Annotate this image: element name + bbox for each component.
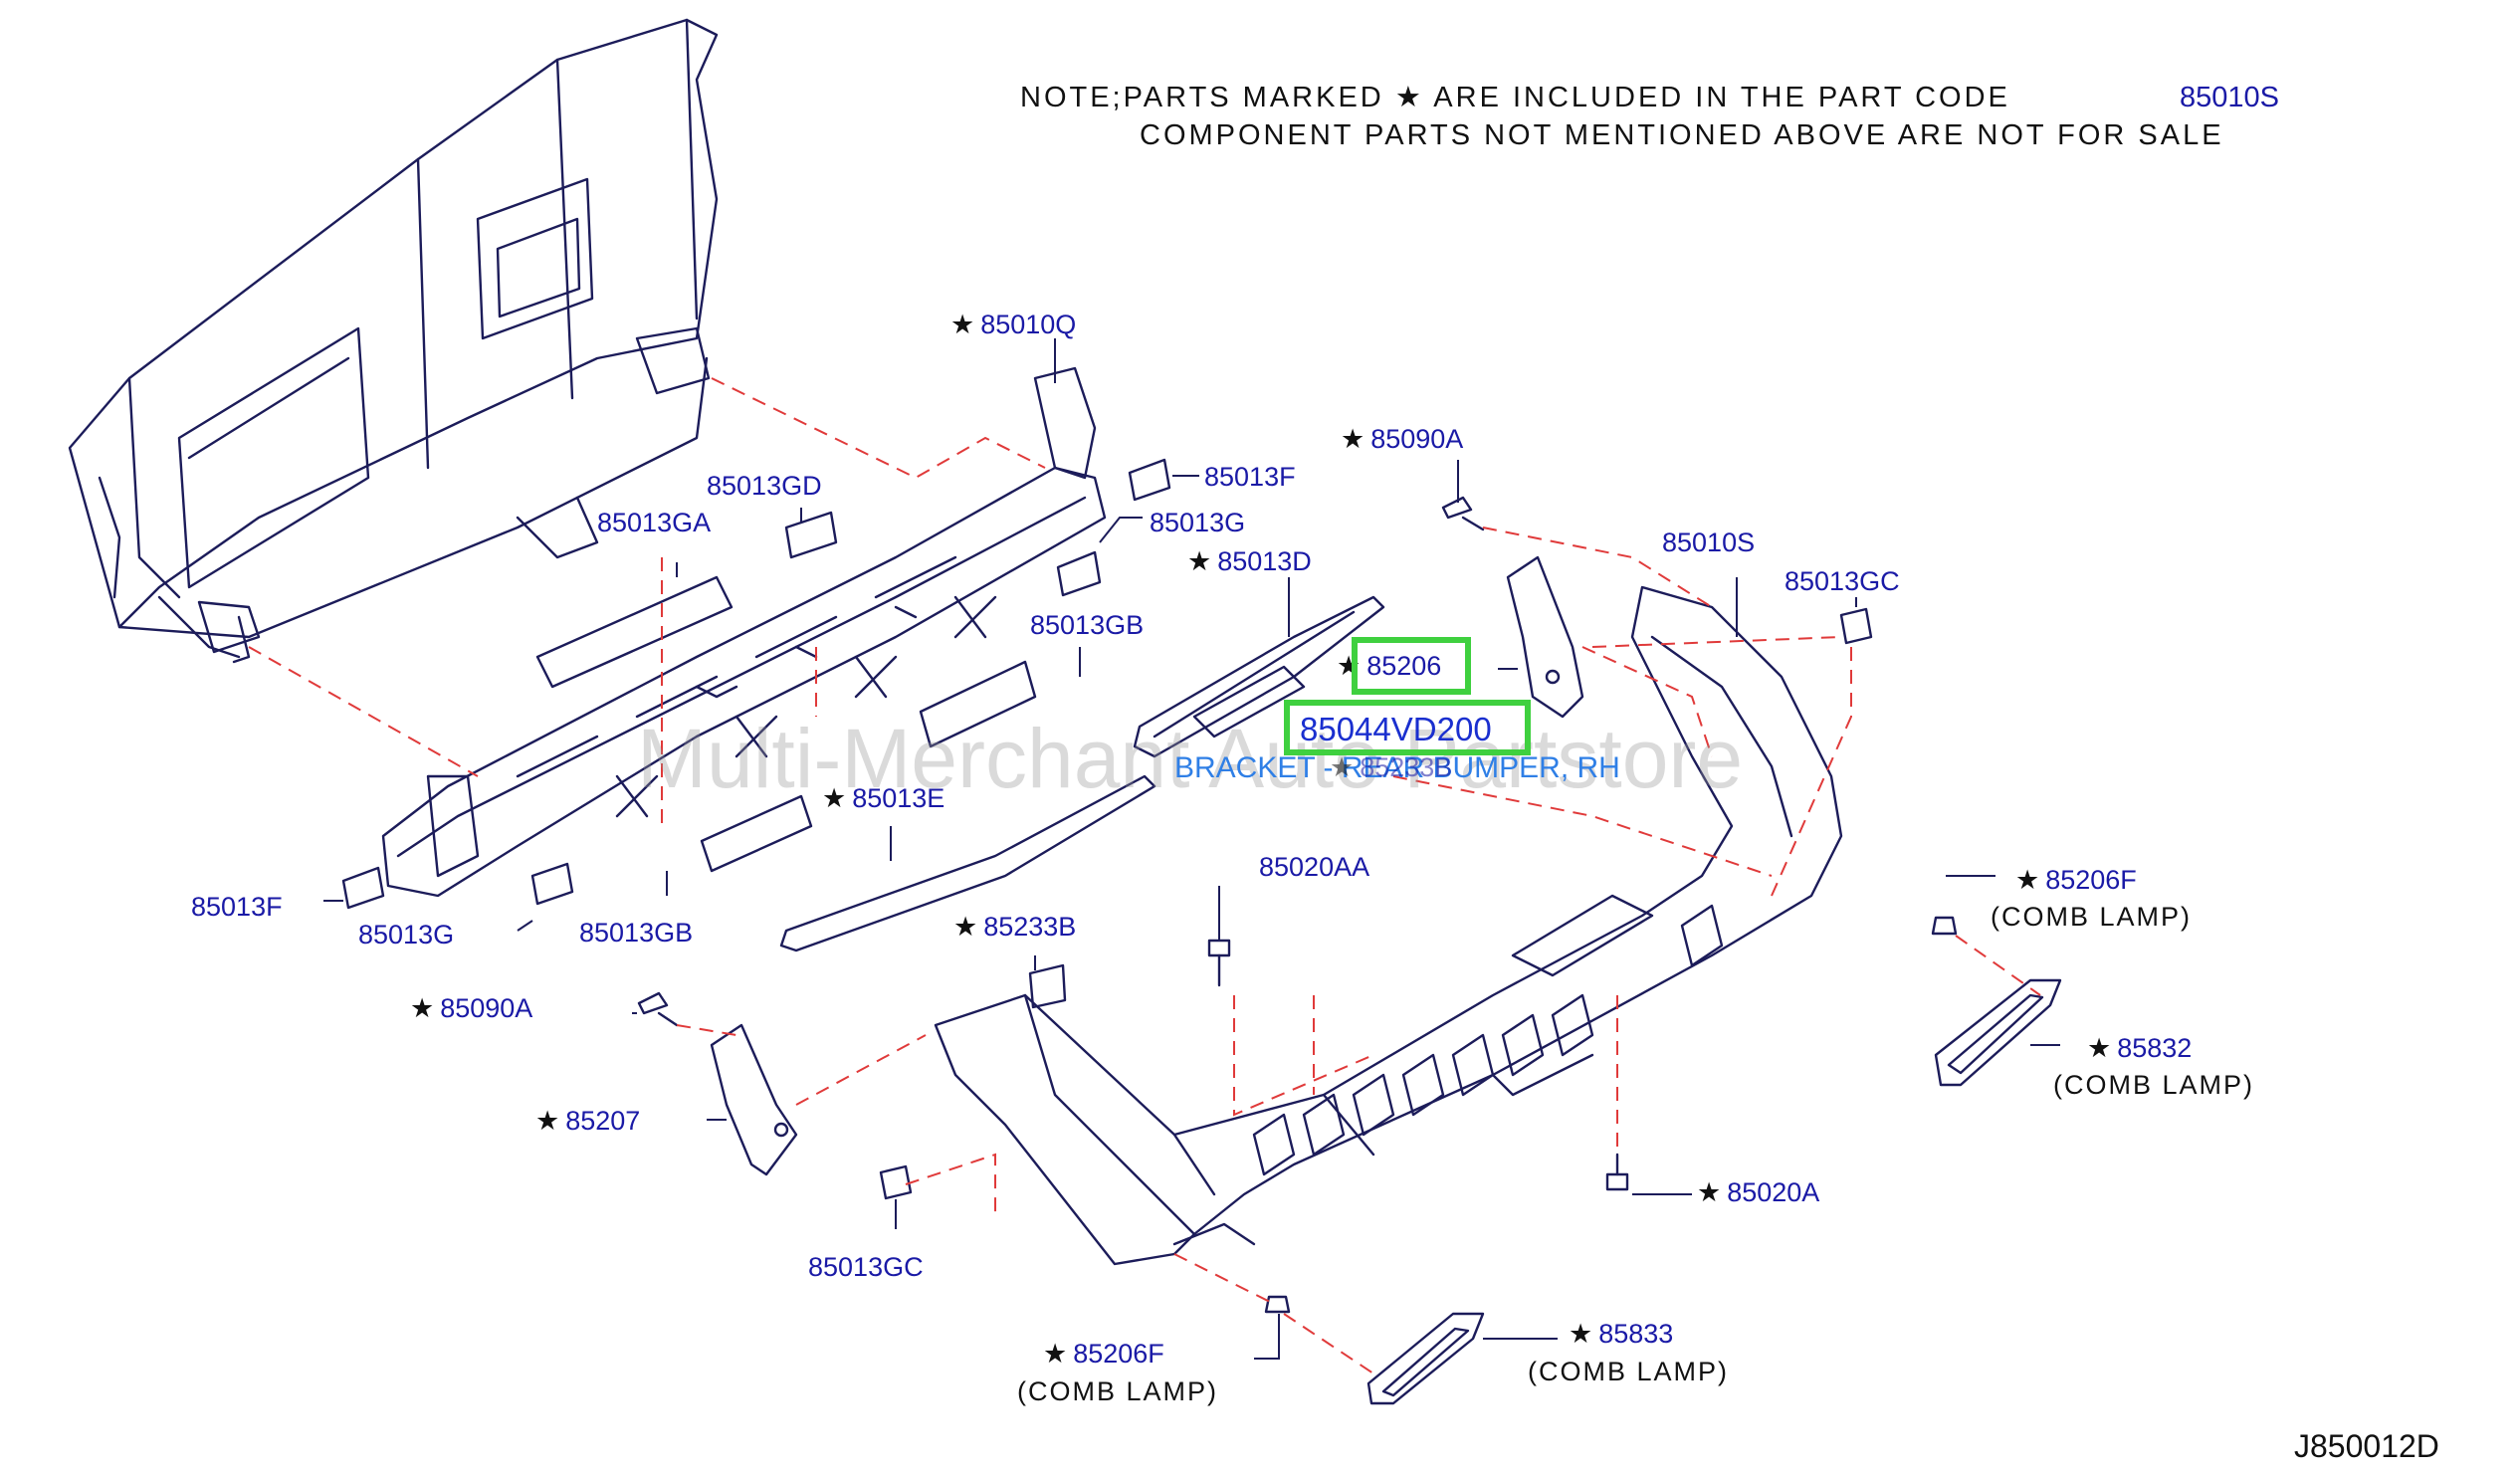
note-part-code[interactable]: 85010S xyxy=(2180,82,2279,113)
label-85832[interactable]: ★85832 xyxy=(2087,1035,2192,1062)
label-85013G-left[interactable]: 85013G xyxy=(358,920,455,950)
label-text: 85832 xyxy=(2117,1033,2193,1063)
comb-lamp-85833-outline xyxy=(1366,1312,1485,1405)
label-85010Q[interactable]: ★85010Q xyxy=(950,312,1076,338)
label-leader-lines xyxy=(323,338,2060,1360)
star-icon: ★ xyxy=(822,783,847,813)
part-description: BRACKET - REAR BUMPER, RH xyxy=(1174,751,1620,784)
label-text: 85090A xyxy=(1370,424,1464,454)
highlight-box-85044VD200 xyxy=(1284,700,1531,755)
note-star-icon: ★ xyxy=(1394,82,1424,113)
lower-strip-outline xyxy=(779,774,1156,952)
label-text: 85206 xyxy=(1366,651,1442,681)
caption-comb-lamp-85206F-bottom: (COMB LAMP) xyxy=(1017,1376,1219,1406)
star-icon: ★ xyxy=(410,993,435,1023)
label-85233B[interactable]: ★85233B xyxy=(953,914,1076,941)
watermark-text: Multi-Merchant Auto Partstore xyxy=(637,712,1744,805)
pad-85013F-top xyxy=(1128,458,1171,502)
screw-85090A-top xyxy=(1441,496,1485,531)
pad-85013GB-left xyxy=(700,794,813,873)
note-line-1: NOTE;PARTS MARKED ★ ARE INCLUDED IN THE … xyxy=(1020,84,2010,112)
pad-85013F-left xyxy=(341,866,385,910)
label-text: 85013D xyxy=(1217,546,1312,576)
label-85010S[interactable]: 85010S xyxy=(1662,528,1756,557)
label-85013GB-top[interactable]: 85013GB xyxy=(1030,610,1145,640)
pad-85013GC-left xyxy=(879,1164,913,1200)
label-85013GB-left[interactable]: 85013GB xyxy=(579,918,694,948)
assembly-guide-lines xyxy=(248,377,2041,1374)
pad-85013GC-right xyxy=(1839,607,1873,645)
star-icon: ★ xyxy=(950,310,975,339)
label-85013GC-left[interactable]: 85013GC xyxy=(808,1252,924,1282)
note-line-2: COMPONENT PARTS NOT MENTIONED ABOVE ARE … xyxy=(1140,119,2224,151)
label-85090A-top[interactable]: ★85090A xyxy=(1341,426,1463,453)
bracket-85207-outline xyxy=(710,1023,798,1176)
clip-85206F-bottom xyxy=(1264,1295,1291,1314)
bumper-fascia-outline xyxy=(934,585,1843,1266)
label-85013F-top[interactable]: 85013F xyxy=(1204,462,1296,492)
star-icon: ★ xyxy=(1341,424,1365,454)
label-text: 85233B xyxy=(983,912,1077,942)
vehicle-body-outline xyxy=(68,18,719,664)
label-85020AA[interactable]: 85020AA xyxy=(1259,852,1370,882)
reinforcement-beam-outline xyxy=(381,366,1107,898)
pad-85013GB-top xyxy=(919,660,1037,748)
label-85020A[interactable]: ★85020A xyxy=(1697,1179,1819,1206)
label-text: 85233B xyxy=(1360,752,1453,782)
label-text: 85206F xyxy=(2045,865,2137,895)
bolt-85020AA xyxy=(1207,939,1231,987)
pad-85013GD xyxy=(784,511,838,559)
pad-85013G-top xyxy=(1056,550,1102,597)
label-85013G-top[interactable]: 85013G xyxy=(1150,508,1246,537)
label-85833[interactable]: ★85833 xyxy=(1569,1321,1673,1348)
star-icon: ★ xyxy=(953,912,978,942)
star-icon: ★ xyxy=(2087,1033,2112,1063)
label-85207[interactable]: ★85207 xyxy=(535,1108,640,1135)
nut-85233B xyxy=(1028,963,1067,1009)
screw-85090A-left xyxy=(637,991,679,1027)
label-text: 85010Q xyxy=(980,310,1077,339)
clip-85206F-right xyxy=(1931,916,1958,936)
note-prefix: NOTE;PARTS MARKED xyxy=(1020,82,1384,113)
bracket-85206-outline xyxy=(1506,555,1584,719)
star-icon: ★ xyxy=(1187,546,1212,576)
energy-absorber-outline xyxy=(1133,595,1385,758)
label-85044VD200[interactable]: 85044VD200 xyxy=(1300,711,1492,747)
bolt-85020A xyxy=(1605,1153,1629,1191)
label-85013GC-right[interactable]: 85013GC xyxy=(1785,566,1900,596)
label-text: 85207 xyxy=(565,1106,641,1136)
label-85233B-ghost: ★85233B xyxy=(1330,754,1452,781)
label-85013E[interactable]: ★85013E xyxy=(822,785,945,812)
star-icon: ★ xyxy=(535,1106,560,1136)
star-icon: ★ xyxy=(1697,1177,1722,1207)
note-suffix: ARE INCLUDED IN THE PART CODE xyxy=(1433,82,2010,113)
label-85206F-bottom[interactable]: ★85206F xyxy=(1043,1341,1164,1368)
comb-lamp-85832-outline xyxy=(1934,978,2062,1087)
caption-comb-lamp-85833: (COMB LAMP) xyxy=(1528,1357,1730,1386)
label-text: 85206F xyxy=(1073,1339,1164,1369)
label-text: 85013E xyxy=(852,783,945,813)
star-icon: ★ xyxy=(1330,752,1355,782)
label-text: 85090A xyxy=(440,993,533,1023)
star-icon: ★ xyxy=(1569,1319,1593,1349)
label-85013F-left[interactable]: 85013F xyxy=(191,892,283,922)
label-text: 85833 xyxy=(1598,1319,1674,1349)
label-85013GA[interactable]: 85013GA xyxy=(597,508,712,537)
diagram-code: J850012D xyxy=(2294,1428,2439,1464)
pad-85013GA xyxy=(535,575,734,689)
caption-comb-lamp-85206F-right: (COMB LAMP) xyxy=(1991,902,2193,932)
label-85090A-left[interactable]: ★85090A xyxy=(410,995,532,1022)
highlight-box-85206 xyxy=(1352,637,1471,695)
label-85013D[interactable]: ★85013D xyxy=(1187,548,1312,575)
caption-comb-lamp-85832: (COMB LAMP) xyxy=(2053,1070,2255,1100)
label-85206F-right[interactable]: ★85206F xyxy=(2015,867,2137,894)
pad-85013G-left xyxy=(530,862,574,906)
star-icon: ★ xyxy=(2015,865,2040,895)
label-85013GD[interactable]: 85013GD xyxy=(707,471,822,501)
star-icon: ★ xyxy=(1043,1339,1068,1369)
label-text: 85020A xyxy=(1727,1177,1820,1207)
